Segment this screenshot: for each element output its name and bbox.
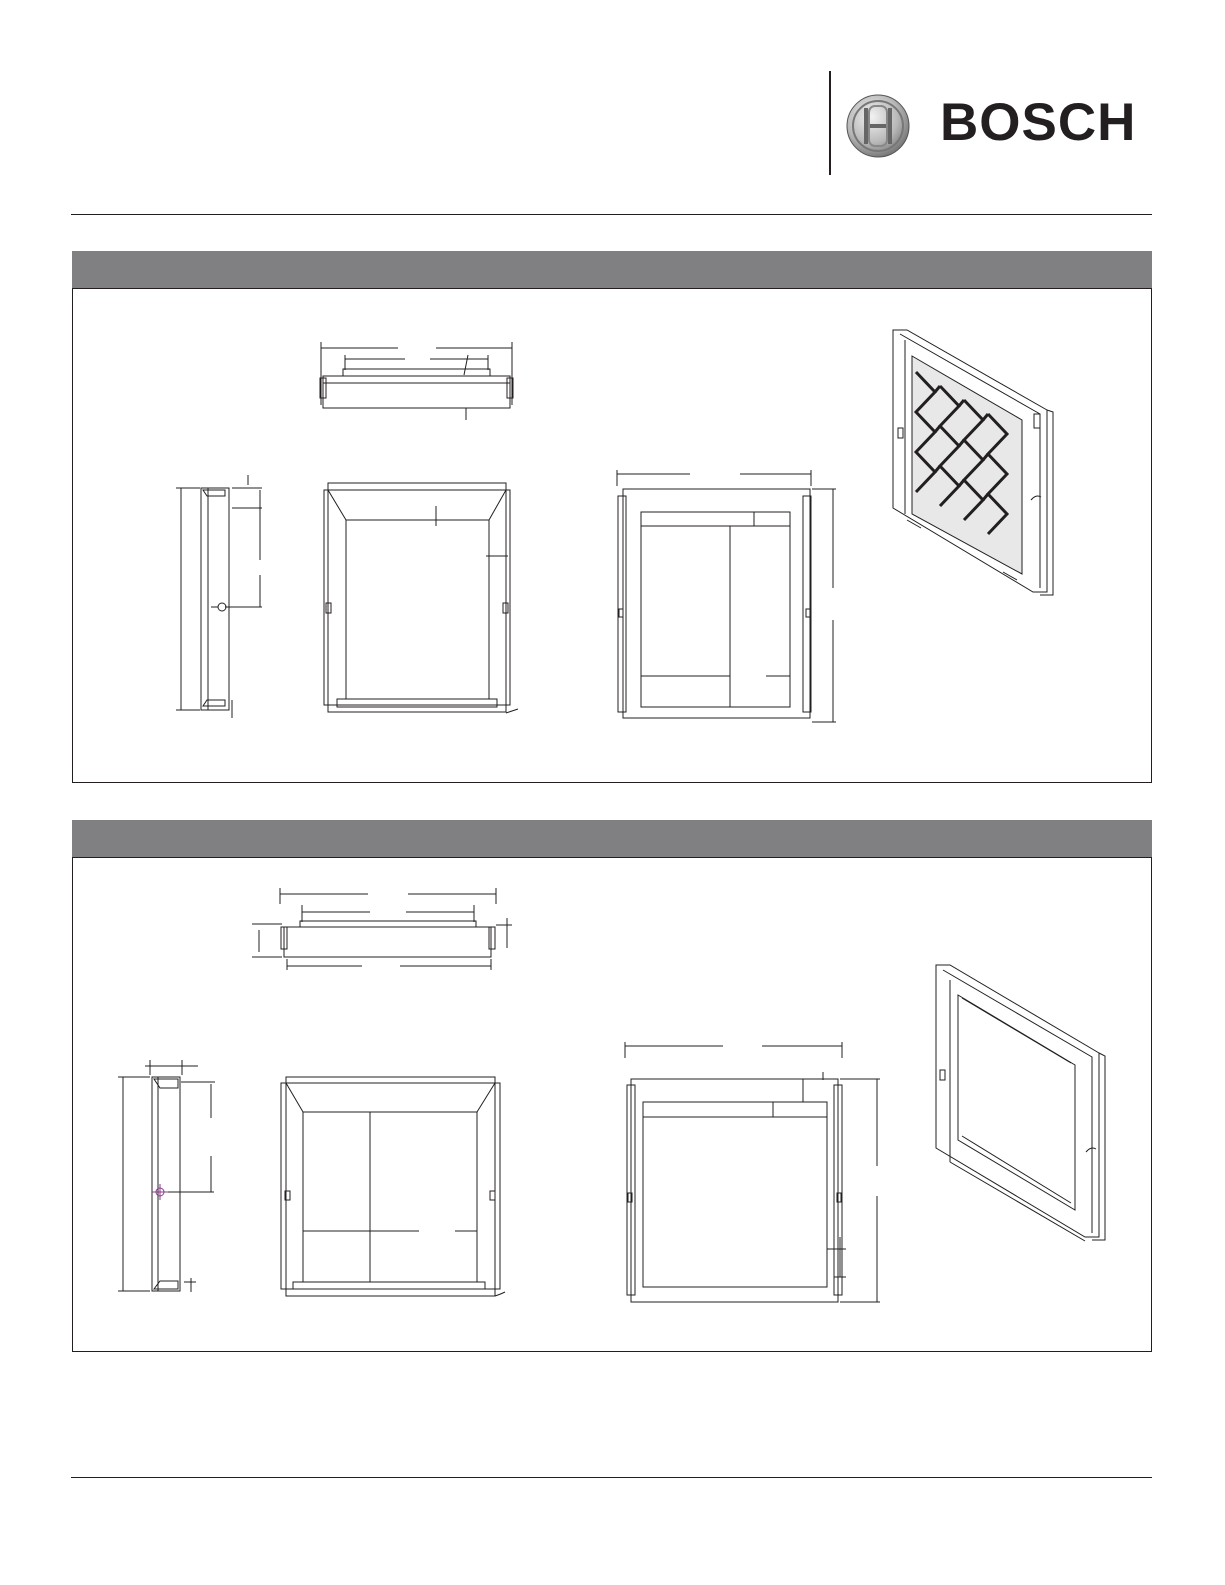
footer-rule — [71, 1477, 1152, 1478]
section-2-panel — [72, 857, 1152, 1352]
section-1-header-bar — [72, 251, 1152, 288]
section-2-isometric-frame-icon — [935, 964, 1106, 1242]
section-2-rear-view-icon — [624, 1042, 880, 1303]
header-divider — [829, 71, 831, 175]
header-rule — [71, 214, 1152, 215]
section-1-isometric-filter-icon — [892, 329, 1054, 596]
section-1-top-view-icon — [319, 342, 514, 420]
bosch-armature-logo-icon — [846, 94, 910, 158]
section-2-front-view-icon — [280, 1076, 506, 1297]
section-1-rear-view-icon — [616, 470, 836, 723]
section-2-header-bar — [72, 820, 1152, 857]
section-1-side-view-icon — [176, 475, 262, 718]
section-1-panel — [72, 288, 1152, 783]
brand-wordmark: BOSCH — [940, 93, 1137, 152]
section-2-top-view-icon — [252, 888, 512, 970]
section-1-front-view-icon — [323, 482, 519, 714]
section-2-side-view-icon — [118, 1060, 215, 1292]
